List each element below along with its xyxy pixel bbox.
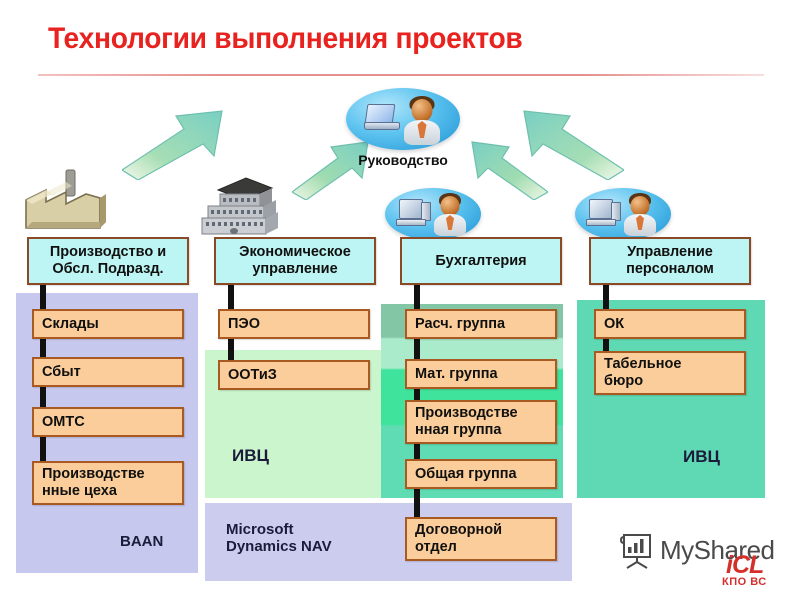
- leadership-label: Руководство: [358, 152, 448, 168]
- item-box-obshchaya-gruppa[interactable]: Общая группа: [405, 459, 557, 489]
- ivc-hr-label: ИВЦ: [683, 447, 720, 466]
- header-box-economics[interactable]: Экономическое управление: [214, 237, 376, 285]
- ivc-economics-label: ИВЦ: [232, 446, 269, 465]
- item-box-tabelnoe-byuro[interactable]: Табельное бюро: [594, 351, 746, 395]
- header-box-accounting[interactable]: Бухгалтерия: [400, 237, 562, 285]
- dynamics-panel-label: Microsoft Dynamics NAV: [226, 521, 332, 555]
- connector-spine-production: [40, 285, 46, 505]
- icl-logo: iCL: [726, 551, 764, 579]
- office-building-icon: [198, 172, 282, 238]
- person-icon-accounting: [432, 193, 468, 236]
- computer-icon-hr: [586, 199, 621, 226]
- header-box-hr[interactable]: Управление персоналом: [589, 237, 751, 285]
- item-box-peo[interactable]: ПЭО: [218, 309, 370, 339]
- page-title: Технологии выполнения проектов: [48, 22, 523, 55]
- person-icon-leadership: [402, 96, 442, 145]
- person-icon-hr: [622, 193, 658, 236]
- title-divider: [38, 74, 764, 76]
- arrow-up-left-outer: [500, 108, 626, 181]
- item-box-sklady[interactable]: Склады: [32, 309, 184, 339]
- arrow-up-right-inner: [290, 140, 378, 201]
- item-box-dogovornoy-otdel[interactable]: Договорной отдел: [405, 517, 557, 561]
- item-box-rasch-gruppa[interactable]: Расч. группа: [405, 309, 557, 339]
- myshared-chart-icon: [618, 531, 656, 571]
- arrow-up-left-inner: [462, 140, 550, 201]
- item-box-ootiz[interactable]: ООТиЗ: [218, 360, 370, 390]
- computer-icon-accounting: [396, 199, 431, 226]
- item-box-omts[interactable]: ОМТС: [32, 407, 184, 437]
- baan-panel-label: BAAN: [120, 533, 164, 550]
- factory-icon: [20, 168, 112, 236]
- item-box-proizvodstvennaya-gruppa[interactable]: Производстве нная группа: [405, 400, 557, 444]
- icl-logo-sub: КПО ВС: [722, 576, 767, 588]
- item-box-sbyt[interactable]: Сбыт: [32, 357, 184, 387]
- arrow-up-right-outer: [120, 108, 242, 181]
- header-box-production[interactable]: Производство и Обсл. Подразд.: [27, 237, 189, 285]
- laptop-icon: [364, 104, 400, 130]
- item-box-proizvodstvennye-tseha[interactable]: Производстве нные цеха: [32, 461, 184, 505]
- item-box-ok[interactable]: ОК: [594, 309, 746, 339]
- item-box-mat-gruppa[interactable]: Мат. группа: [405, 359, 557, 389]
- myshared-wordmark: MyShared: [660, 535, 775, 565]
